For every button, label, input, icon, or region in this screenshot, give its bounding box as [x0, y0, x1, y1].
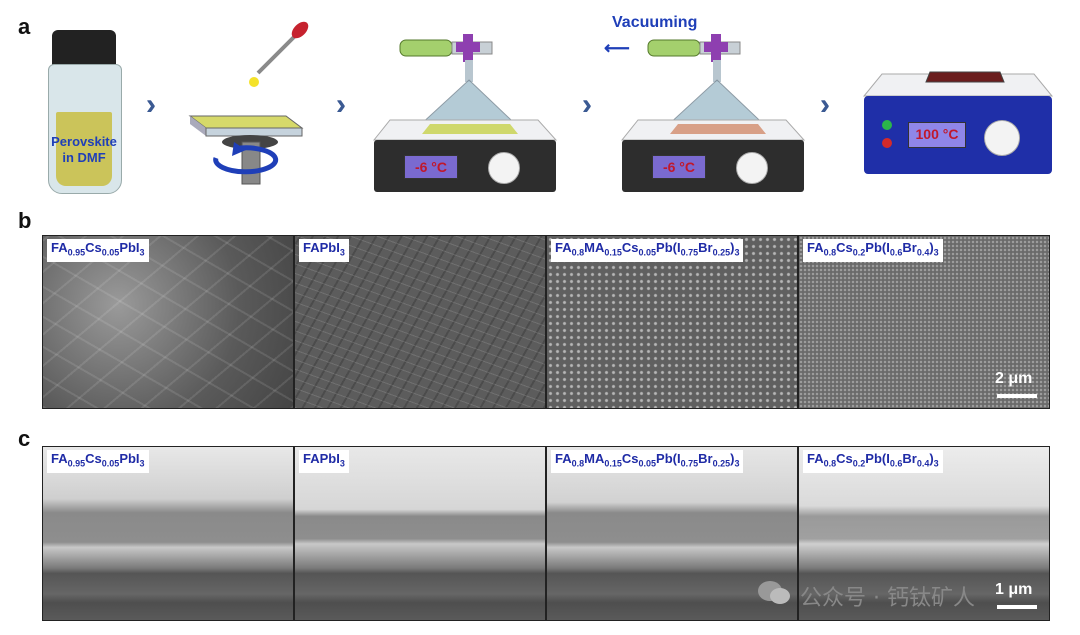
vial-label-line1: Perovskite	[51, 134, 117, 149]
spin-coater-illustration	[180, 18, 310, 188]
sem-top-image-4: FA0.8Cs0.2Pb(I0.6Br0.4)3 2 μm	[798, 235, 1050, 409]
scale-bar-top	[997, 394, 1037, 398]
sem-top-image-2: FAPbI3	[294, 235, 546, 409]
sem-top-image-1: FA0.95Cs0.05PbI3	[42, 235, 294, 409]
sem-top-label-3: FA0.8MA0.15Cs0.05Pb(I0.75Br0.25)3	[551, 239, 744, 262]
scale-bar-cross	[997, 605, 1037, 609]
watermark-text: 公众号 · 钙钛矿人	[800, 586, 975, 611]
knob-icon	[984, 120, 1020, 156]
sem-top-label-4: FA0.8Cs0.2Pb(I0.6Br0.4)3	[803, 239, 943, 262]
arrow-left-icon: ⟵	[604, 38, 630, 58]
scale-bar-label-cross: 1 μm	[995, 581, 1033, 598]
vacuum-label: Vacuuming	[612, 14, 698, 31]
indicator-light-icon	[882, 120, 892, 130]
sem-cross-image-1: FA0.95Cs0.05PbI3	[42, 446, 294, 621]
sem-cross-label-4: FA0.8Cs0.2Pb(I0.6Br0.4)3	[803, 450, 943, 473]
hotplate-illustration: 100 °C	[862, 66, 1054, 176]
knob-icon	[488, 152, 520, 184]
knob-icon	[736, 152, 768, 184]
cooling-stage-illustration: -6 °C	[370, 22, 560, 194]
sem-cross-image-2: FAPbI3	[294, 446, 546, 621]
sem-cross-image-4: FA0.8Cs0.2Pb(I0.6Br0.4)3 1 μm	[798, 446, 1050, 621]
sem-cross-label-2: FAPbI3	[299, 450, 349, 473]
panel-label-c: c	[18, 426, 31, 451]
indicator-light-icon	[882, 138, 892, 148]
sem-cross-label-1: FA0.95Cs0.05PbI3	[47, 450, 149, 473]
wechat-icon	[756, 578, 792, 608]
sem-top-label-1: FA0.95Cs0.05PbI3	[47, 239, 149, 262]
vial-label-line2: in DMF	[62, 150, 106, 165]
panel-label-a: a	[18, 14, 31, 39]
hot-temp-display: 100 °C	[908, 122, 966, 148]
sem-top-label-2: FAPbI3	[299, 239, 349, 262]
cooling-temp-display-2: -6 °C	[652, 155, 706, 179]
sem-cross-image-3: FA0.8MA0.15Cs0.05Pb(I0.75Br0.25)3	[546, 446, 798, 621]
panel-label-b: b	[18, 208, 32, 233]
cooling-temp-display-1: -6 °C	[404, 155, 458, 179]
sem-top-image-3: FA0.8MA0.15Cs0.05Pb(I0.75Br0.25)3	[546, 235, 798, 409]
vial-illustration: Perovskite in DMF	[44, 30, 124, 194]
sem-cross-label-3: FA0.8MA0.15Cs0.05Pb(I0.75Br0.25)3	[551, 450, 744, 473]
scale-bar-label-top: 2 μm	[995, 370, 1033, 387]
vacuum-stage-illustration: -6 °C	[618, 22, 808, 194]
